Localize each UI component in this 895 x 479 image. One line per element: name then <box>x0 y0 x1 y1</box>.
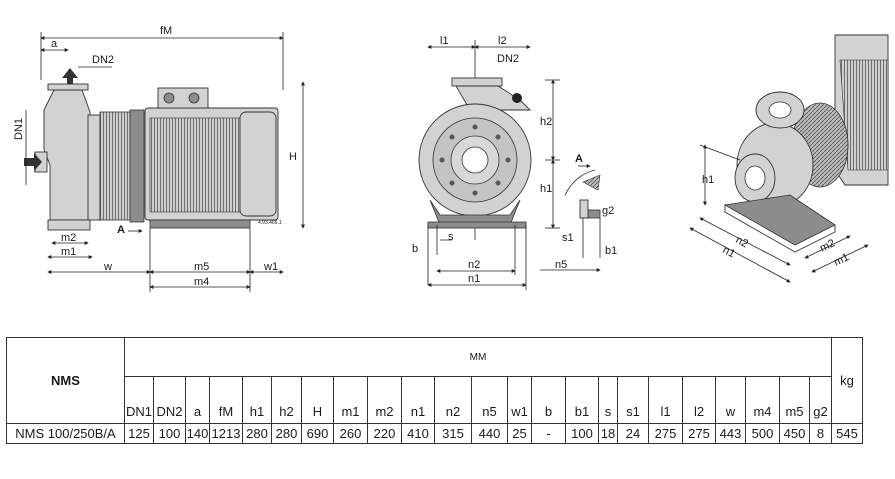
value-cell: 315 <box>434 423 472 444</box>
label-iso-m1: m1 <box>832 251 851 268</box>
label-s1: s1 <box>562 232 574 244</box>
label-b1: b1 <box>605 245 617 257</box>
column-header-a: a <box>185 376 210 424</box>
value-cell: 500 <box>745 423 780 444</box>
weight-header: kg <box>831 337 863 424</box>
label-m5: m5 <box>194 261 209 273</box>
label-h1: h1 <box>540 183 552 195</box>
column-header-n2: n2 <box>434 376 472 424</box>
label-DN1: DN1 <box>13 118 25 140</box>
label-w1: w1 <box>263 261 278 273</box>
label-DN2: DN2 <box>92 54 114 66</box>
label-H: H <box>289 151 297 163</box>
column-header-b: b <box>531 376 566 424</box>
value-cell: - <box>531 423 566 444</box>
column-header-l2: l2 <box>682 376 716 424</box>
value-cell: 140 <box>185 423 210 444</box>
column-header-l1: l1 <box>648 376 683 424</box>
column-header-w1: w1 <box>507 376 532 424</box>
value-cell: 280 <box>271 423 302 444</box>
column-header-g2: g2 <box>809 376 832 424</box>
label-s: s <box>448 231 454 243</box>
label-A: A <box>117 224 125 236</box>
label-w: w <box>103 261 112 273</box>
isometric-view-drawing: h1 n2 n1 m2 m1 <box>689 34 889 283</box>
value-cell: 410 <box>401 423 435 444</box>
value-cell: 100 <box>153 423 186 444</box>
label-m2: m2 <box>61 232 76 244</box>
column-header-b1: b1 <box>565 376 599 424</box>
value-cell: 8 <box>809 423 832 444</box>
label-n5: n5 <box>555 259 567 271</box>
column-header-h1: h1 <box>242 376 272 424</box>
table-row: NMS 100/250B/A 125 100 140 1213 280 280 … <box>6 423 863 444</box>
column-header-s: s <box>598 376 618 424</box>
value-cell: 690 <box>301 423 334 444</box>
value-cell: 25 <box>507 423 532 444</box>
value-cell: 1213 <box>209 423 243 444</box>
label-iso-m2: m2 <box>818 237 837 254</box>
column-header-s1: s1 <box>617 376 649 424</box>
label-b: b <box>412 243 418 255</box>
label-A-detail: A <box>575 153 583 165</box>
column-header-m4: m4 <box>745 376 780 424</box>
value-cell: 24 <box>617 423 649 444</box>
technical-drawings: fM a DN2 DN1 4.93.466.1 H <box>13 25 889 292</box>
label-iso-h1: h1 <box>702 174 714 186</box>
value-cell: 18 <box>598 423 618 444</box>
value-cell: 220 <box>367 423 402 444</box>
label-n1: n1 <box>468 273 480 285</box>
column-header-m5: m5 <box>779 376 810 424</box>
column-header-dn2: DN2 <box>153 376 186 424</box>
label-n2: n2 <box>468 259 480 271</box>
label-l2: l2 <box>498 35 507 47</box>
column-header-w: w <box>715 376 746 424</box>
label-DN2: DN2 <box>497 53 519 65</box>
label-ref: 4.93.466.1 <box>258 220 282 226</box>
column-header-h2: h2 <box>271 376 302 424</box>
label-iso-n1: n1 <box>721 244 737 260</box>
label-a: a <box>51 38 58 50</box>
value-cell: 275 <box>648 423 683 444</box>
label-m4: m4 <box>194 276 209 288</box>
weight-cell: 545 <box>831 423 863 444</box>
column-header-dn1: DN1 <box>124 376 154 424</box>
label-h2: h2 <box>540 116 552 128</box>
side-view-drawing: fM a DN2 DN1 4.93.466.1 H <box>13 25 305 292</box>
model-header: NMS <box>6 337 125 424</box>
column-header-m2: m2 <box>367 376 402 424</box>
unit-header: MM <box>124 337 832 377</box>
value-cell: 260 <box>333 423 368 444</box>
label-fM: fM <box>160 25 172 37</box>
front-view-drawing: l1 l2 DN2 h2 h1 b <box>412 35 617 290</box>
column-header-n1: n1 <box>401 376 435 424</box>
value-cell: 450 <box>779 423 810 444</box>
column-header-n5: n5 <box>471 376 508 424</box>
value-cell: 443 <box>715 423 746 444</box>
label-m1: m1 <box>61 246 76 258</box>
value-cell: 440 <box>471 423 508 444</box>
value-cell: 125 <box>124 423 154 444</box>
value-cell: 100 <box>565 423 599 444</box>
label-g2: g2 <box>602 205 614 217</box>
value-cell: 275 <box>682 423 716 444</box>
column-header-m1: m1 <box>333 376 368 424</box>
column-header-fm: fM <box>209 376 243 424</box>
label-l1: l1 <box>440 35 449 47</box>
value-cell: 280 <box>242 423 272 444</box>
column-header-h: H <box>301 376 334 424</box>
model-cell: NMS 100/250B/A <box>6 423 125 444</box>
